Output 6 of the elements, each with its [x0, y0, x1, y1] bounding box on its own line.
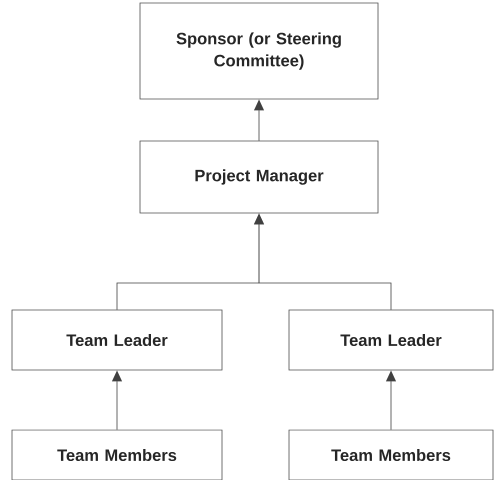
org-box: Team Leader	[12, 310, 222, 370]
org-box: Team Leader	[288, 310, 494, 370]
org-box: Team Members	[12, 430, 222, 480]
org-box: Sponsor (or Steering Committee)	[140, 2, 378, 100]
org-box: Project Manager	[140, 140, 378, 214]
org-box: Team Members	[288, 430, 494, 480]
